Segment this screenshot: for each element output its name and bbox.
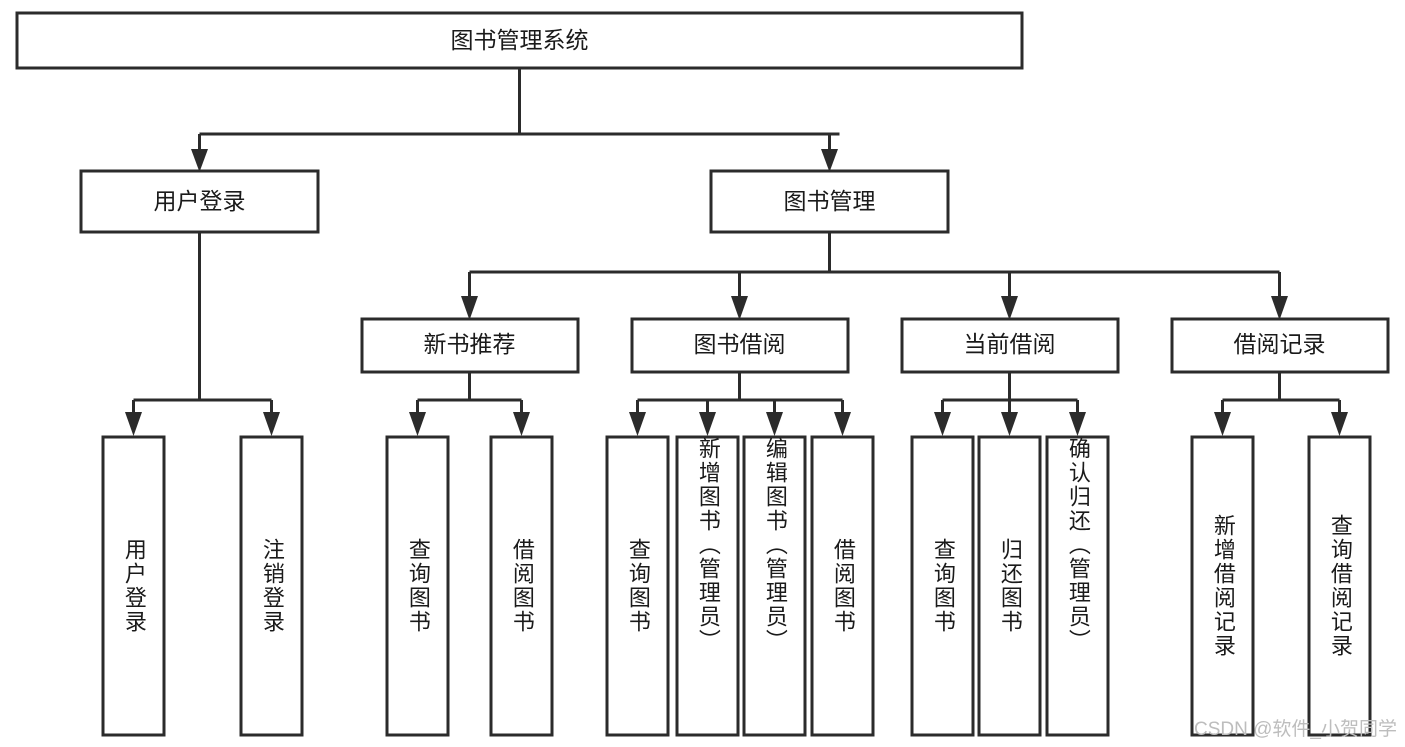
node-box-leaf-new-book-2[interactable]: [489, 435, 554, 737]
node-box-book-management[interactable]: [709, 169, 950, 234]
label-new-book-recommend: 新书推荐: [424, 331, 516, 357]
node-box-leaf-book-borrow-4[interactable]: [810, 435, 875, 737]
arrowhead-bm-c1: [461, 296, 478, 320]
arrowhead-cb-leaf3: [1069, 412, 1086, 436]
node-box-borrow-record[interactable]: [1170, 317, 1390, 374]
arrowhead-root-to-login: [191, 149, 208, 172]
node-box-leaf-user-login-2[interactable]: [239, 435, 304, 737]
node-box-group: [15, 11, 1390, 737]
node-box-leaf-current-borrow-1[interactable]: [910, 435, 975, 737]
arrowhead-login-leaf1: [125, 412, 142, 436]
node-box-leaf-borrow-record-2[interactable]: [1307, 435, 1372, 737]
node-label-group: 图书管理系统 用户登录 图书管理 新书推荐 图书借阅 当前借阅 借阅记录: [154, 27, 1326, 357]
node-box-leaf-book-borrow-1[interactable]: [605, 435, 670, 737]
arrowhead-cb-leaf1: [934, 412, 951, 436]
arrowhead-bm-c4: [1271, 296, 1288, 320]
node-box-leaf-new-book-1[interactable]: [385, 435, 450, 737]
node-box-leaf-book-borrow-3[interactable]: [742, 435, 807, 737]
node-box-new-book-recommend[interactable]: [360, 317, 580, 374]
arrowhead-login-leaf2: [263, 412, 280, 436]
node-box-leaf-current-borrow-3[interactable]: [1045, 435, 1110, 737]
arrowhead-bb-leaf1: [629, 412, 646, 436]
node-box-book-borrow[interactable]: [630, 317, 850, 374]
node-box-leaf-borrow-record-1[interactable]: [1190, 435, 1255, 737]
label-borrow-record: 借阅记录: [1234, 331, 1326, 357]
arrowhead-bm-c2: [731, 296, 748, 320]
label-book-management: 图书管理: [784, 188, 876, 214]
connector-group: [125, 68, 1348, 436]
arrowhead-bm-c3: [1001, 296, 1018, 320]
arrowhead-br-leaf2: [1331, 412, 1348, 436]
arrowhead-bb-leaf3: [766, 412, 783, 436]
node-box-leaf-user-login-1[interactable]: [101, 435, 166, 737]
arrowhead-bb-leaf4: [834, 412, 851, 436]
arrowhead-bb-leaf2: [699, 412, 716, 436]
node-box-current-borrow[interactable]: [900, 317, 1120, 374]
arrowhead-nb-leaf1: [409, 412, 426, 436]
label-book-borrow: 图书借阅: [694, 331, 786, 357]
node-box-root[interactable]: [15, 11, 1024, 70]
arrowhead-br-leaf1: [1214, 412, 1231, 436]
arrowhead-cb-leaf2: [1001, 412, 1018, 436]
node-box-user-login[interactable]: [79, 169, 320, 234]
label-root: 图书管理系统: [451, 27, 589, 53]
label-current-borrow: 当前借阅: [964, 331, 1056, 357]
node-box-leaf-current-borrow-2[interactable]: [977, 435, 1042, 737]
arrowhead-nb-leaf2: [513, 412, 530, 436]
arrowhead-root-to-bookmgmt: [821, 149, 838, 172]
node-box-leaf-book-borrow-2[interactable]: [675, 435, 740, 737]
label-user-login: 用户登录: [154, 188, 246, 214]
